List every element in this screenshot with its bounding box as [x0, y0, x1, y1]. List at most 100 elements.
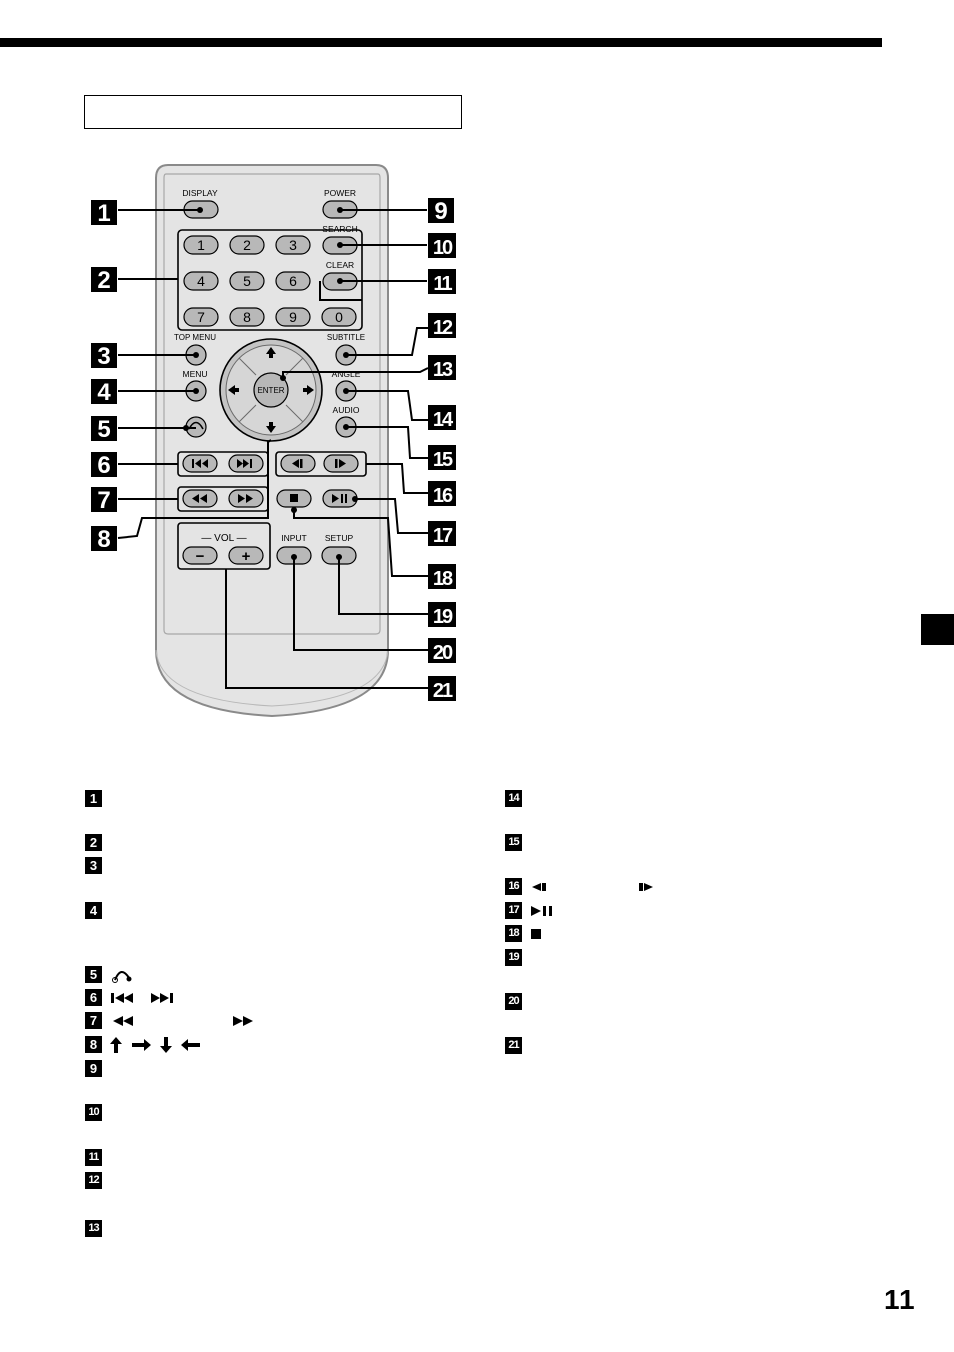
- callout-number: 18: [433, 568, 453, 590]
- callout-number: 2: [97, 267, 110, 294]
- legend-item-2: 2: [85, 834, 102, 851]
- number-key-3[interactable]: [275, 235, 311, 255]
- slow-forward-icon: [335, 459, 346, 468]
- vol-outline: [177, 522, 271, 570]
- direction-pad[interactable]: ENTER: [219, 338, 323, 442]
- legend-item-15: 15: [505, 834, 522, 851]
- slow-reverse-icon: [292, 459, 303, 468]
- up-arrow-icon: [266, 347, 276, 358]
- rewind-icon: [192, 494, 207, 503]
- callout-number: 1: [97, 200, 110, 227]
- callout-number: 13: [433, 359, 453, 381]
- down-arrow-icon: [266, 422, 276, 433]
- number-key-9[interactable]: [275, 307, 311, 327]
- number-key-2[interactable]: [229, 235, 265, 255]
- legend-num: 9: [85, 1060, 102, 1077]
- return-icon: [108, 967, 134, 983]
- number-key-7[interactable]: [183, 307, 219, 327]
- legend-item-3: 3: [85, 857, 102, 874]
- callout-number: 17: [433, 525, 453, 547]
- number-key-label: 9: [289, 309, 297, 325]
- legend-num: 5: [85, 966, 102, 983]
- next-icon: [237, 459, 252, 468]
- legend-num: 14: [505, 790, 522, 807]
- page-number: 11: [884, 1284, 916, 1315]
- callout-box-11: [428, 269, 456, 294]
- next-icon: [148, 991, 182, 1005]
- number-key-1[interactable]: [183, 235, 219, 255]
- callout-number: 9: [434, 198, 447, 225]
- setup-label: SETUP: [325, 533, 354, 543]
- play-pause-button[interactable]: [322, 489, 358, 508]
- top-menu-label: TOP MENU: [174, 333, 216, 342]
- callout-box-4: [91, 379, 117, 404]
- search-label: SEARCH: [322, 224, 357, 234]
- callout-number: 4: [97, 379, 111, 406]
- legend-num: 12: [85, 1172, 102, 1189]
- legend-item-19: 19: [505, 949, 522, 966]
- vol-down-button[interactable]: [182, 546, 218, 565]
- fast-forward-icon: [238, 494, 253, 503]
- legend-num: 3: [85, 857, 102, 874]
- callout-number: 15: [433, 449, 453, 471]
- legend-item-8: 8: [85, 1036, 202, 1053]
- callout-number: 20: [433, 642, 453, 664]
- number-key-label: 4: [197, 273, 205, 289]
- callout-number: 8: [97, 526, 110, 553]
- up-arrow-icon: [108, 1036, 124, 1054]
- leader-lines: [117, 209, 429, 689]
- callout-box-18: [428, 564, 456, 589]
- number-key-0[interactable]: [321, 307, 357, 327]
- legend-num: 19: [505, 949, 522, 966]
- number-key-8[interactable]: [229, 307, 265, 327]
- legend-item-12: 12: [85, 1172, 102, 1189]
- number-key-label: 2: [243, 237, 251, 253]
- number-key-5[interactable]: [229, 271, 265, 291]
- legend-item-9: 9: [85, 1060, 102, 1077]
- callout-box-6: [91, 452, 117, 477]
- legend-num: 16: [505, 878, 522, 895]
- callout-number: 3: [97, 343, 110, 370]
- legend-item-20: 20: [505, 993, 522, 1010]
- rewind-icon: [108, 1014, 142, 1028]
- enter-button[interactable]: [253, 372, 289, 408]
- number-key-label: 6: [289, 273, 297, 289]
- section-title-box: [84, 95, 462, 129]
- legend-num: 18: [505, 925, 522, 942]
- down-arrow-icon: [158, 1036, 174, 1054]
- legend-item-7: 7: [85, 1012, 264, 1029]
- play-pause-icon: [332, 494, 347, 503]
- legend-num: 20: [505, 993, 522, 1010]
- number-key-label: 5: [243, 273, 251, 289]
- callout-number: 21: [433, 680, 453, 702]
- callout-box-2: [91, 267, 117, 292]
- slow-forward-icon: [636, 880, 658, 894]
- number-key-6[interactable]: [275, 271, 311, 291]
- enter-label: ENTER: [257, 386, 284, 395]
- number-key-4[interactable]: [183, 271, 219, 291]
- menu-label: MENU: [182, 369, 207, 379]
- callout-box-13: [428, 355, 456, 380]
- callout-box-5: [91, 416, 117, 441]
- legend-num: 13: [85, 1220, 102, 1237]
- legend-item-4: 4: [85, 902, 102, 919]
- vol-up-button[interactable]: [228, 546, 264, 565]
- callout-number: 11: [433, 273, 452, 295]
- callout-box-21: [428, 676, 456, 701]
- audio-label: AUDIO: [333, 405, 360, 415]
- vol-up-label: +: [242, 548, 251, 565]
- callout-box-8: [91, 526, 117, 551]
- legend-item-6: 6: [85, 989, 182, 1006]
- legend-num: 2: [85, 834, 102, 851]
- callout-box-10: [428, 233, 456, 258]
- callout-number: 5: [97, 416, 110, 443]
- power-label: POWER: [324, 188, 356, 198]
- number-key-label: 8: [243, 309, 251, 325]
- legend-num: 10: [85, 1104, 102, 1121]
- legend-num: 1: [85, 790, 102, 807]
- display-label: DISPLAY: [182, 188, 218, 198]
- legend-item-21: 21: [505, 1037, 522, 1054]
- callout-number: 7: [97, 487, 110, 514]
